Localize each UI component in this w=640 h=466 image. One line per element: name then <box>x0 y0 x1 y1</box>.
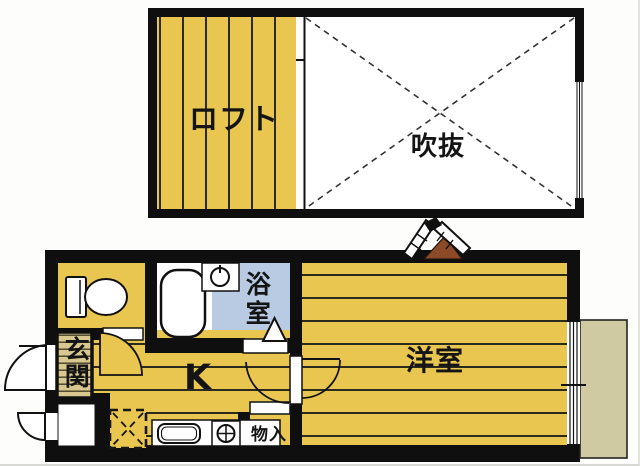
storage-label: 物入 <box>251 425 287 445</box>
kitchen-label: K <box>184 358 213 398</box>
gas-stove <box>211 420 241 447</box>
entrance-door-swing <box>3 343 47 391</box>
kitchen-side-door-swing <box>245 361 290 404</box>
loft-label: ロフト <box>189 102 280 136</box>
western-room-door-swing <box>301 359 341 399</box>
main-level <box>3 217 628 462</box>
storage-door <box>249 401 291 415</box>
porch-door-opening <box>45 413 58 440</box>
void-label: 吹抜 <box>411 132 466 162</box>
toilet <box>65 276 128 318</box>
entrance-door-opening <box>45 345 58 390</box>
washbasin <box>201 262 240 292</box>
loft-railing-tick <box>296 59 305 61</box>
bathtub <box>159 268 207 339</box>
entrance-porch <box>57 403 96 447</box>
loft-floor <box>157 17 296 209</box>
main-window <box>561 322 586 444</box>
porch-door-swing <box>16 412 46 442</box>
loft-edge-gap <box>296 17 305 209</box>
kitchen-sink <box>157 423 201 444</box>
western-room-label: 洋室 <box>406 344 465 377</box>
loft-window <box>575 78 584 202</box>
toilet-door-swing <box>99 332 143 376</box>
entrance-label: 玄関 <box>61 336 91 390</box>
kitchen-counter <box>151 419 281 447</box>
washer-space <box>108 408 148 450</box>
bathroom-label: 浴室 <box>242 271 272 329</box>
loft-level <box>148 8 584 218</box>
western-room-doorway <box>289 355 303 405</box>
ladder-top-cap <box>424 217 442 232</box>
bath-folding-door-icon <box>261 315 288 342</box>
entrance-step <box>55 330 94 400</box>
door-swings <box>3 332 341 442</box>
loft-railing-line <box>303 17 306 209</box>
western-room-floor <box>302 263 567 445</box>
loft-ladder <box>402 217 472 261</box>
balcony <box>579 319 628 459</box>
